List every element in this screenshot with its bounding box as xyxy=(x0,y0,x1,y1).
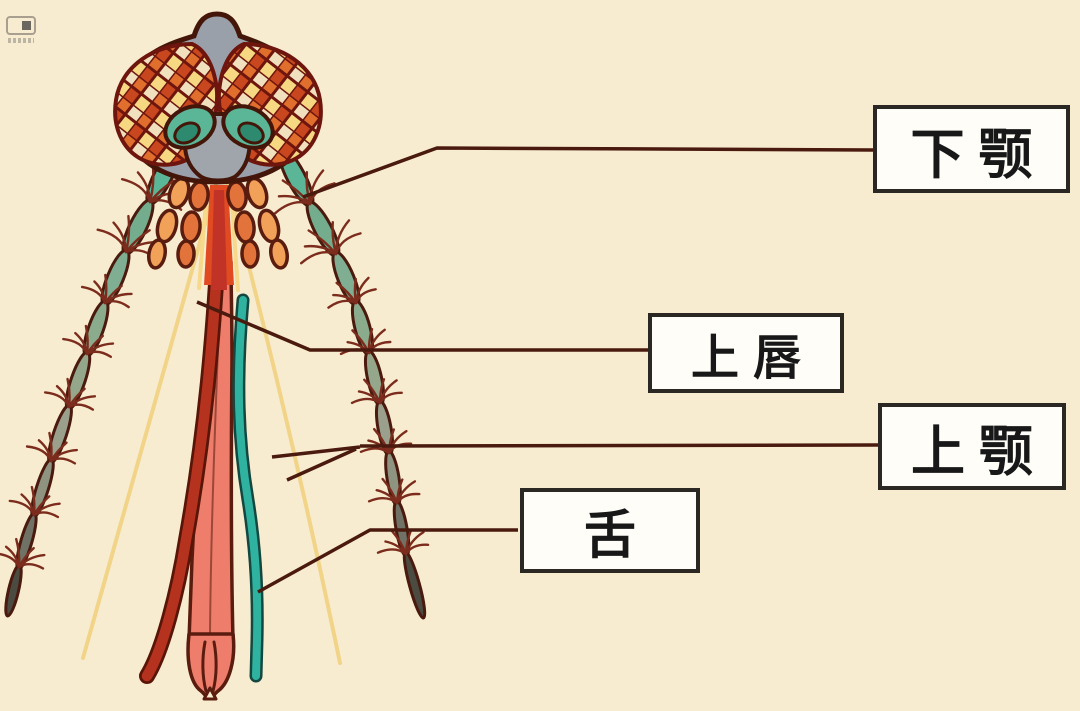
label-box-maxilla: 下颚 xyxy=(873,105,1070,193)
watermark-badge xyxy=(6,16,40,43)
palp-right-inner xyxy=(226,180,260,269)
yellow-stylet-left xyxy=(81,183,218,660)
watermark-logo-icon xyxy=(6,16,36,35)
watermark-text xyxy=(8,38,34,43)
antennal-socket-left xyxy=(163,104,217,150)
left-antenna xyxy=(0,146,186,618)
right-antenna xyxy=(274,146,430,620)
labrum-stylet xyxy=(141,206,226,682)
label-box-mandible: 上颚 xyxy=(878,403,1066,490)
labella-notch xyxy=(202,686,218,701)
label-box-tongue: 舌 xyxy=(520,488,700,573)
pointer-tongue xyxy=(257,528,518,594)
maxillary-palps xyxy=(147,176,289,270)
pointer-labrum xyxy=(196,300,648,352)
hypopharynx xyxy=(234,296,262,680)
proboscis-core xyxy=(197,185,240,292)
mosquito-head xyxy=(113,11,323,185)
antennal-socket-right xyxy=(221,104,275,150)
pointer-mandible xyxy=(359,443,879,448)
pointer-maxilla xyxy=(302,146,874,199)
mouthpart-strands xyxy=(81,183,342,701)
label-tongue: 舌 xyxy=(583,507,650,565)
pointer-mandible-ticks xyxy=(271,445,361,482)
palp-left-outer xyxy=(147,176,191,270)
label-mandible: 上颚 xyxy=(911,422,1047,482)
label-maxilla: 下颚 xyxy=(910,124,1047,185)
flame-red xyxy=(211,190,227,290)
pointer-lines xyxy=(196,146,879,594)
label-box-labrum: 上唇 xyxy=(648,313,844,393)
labella-lobe-lines xyxy=(201,640,218,693)
label-labrum: 上唇 xyxy=(690,332,815,385)
